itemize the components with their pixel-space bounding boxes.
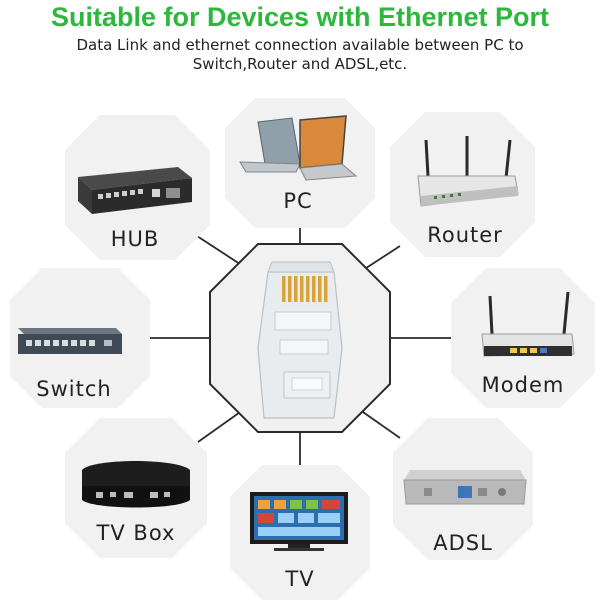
device-tv: TV bbox=[230, 465, 370, 600]
router-device-icon bbox=[417, 136, 519, 207]
hub-device-icon bbox=[78, 167, 192, 214]
rj45-plug-icon bbox=[257, 261, 343, 419]
rj45-connector-panel bbox=[209, 243, 391, 433]
label-adsl: ADSL bbox=[433, 531, 493, 555]
label-tv: TV bbox=[284, 567, 314, 591]
line-tvbox bbox=[197, 409, 244, 443]
device-switch: Switch bbox=[10, 268, 150, 408]
device-hub: HUB bbox=[65, 115, 210, 260]
device-pc: PC bbox=[225, 98, 375, 228]
subtitle-line-1: Data Link and ethernet connection availa… bbox=[76, 36, 524, 54]
label-modem: Modem bbox=[482, 373, 565, 397]
device-adsl: ADSL bbox=[393, 418, 533, 560]
label-router: Router bbox=[427, 223, 503, 247]
line-adsl bbox=[359, 409, 401, 439]
page-title: Suitable for Devices with Ethernet Port bbox=[50, 2, 550, 32]
device-modem: Modem bbox=[451, 268, 595, 408]
modem-device-icon bbox=[481, 291, 575, 357]
tvbox-device-icon bbox=[82, 461, 190, 508]
tv-device-icon bbox=[250, 492, 348, 551]
label-switch: Switch bbox=[36, 377, 111, 401]
label-tvbox: TV Box bbox=[96, 521, 176, 545]
label-pc: PC bbox=[283, 189, 312, 213]
page-subtitle: Data Link and ethernet connection availa… bbox=[0, 36, 600, 74]
connection-lines bbox=[150, 213, 454, 468]
device-tvbox: TV Box bbox=[65, 418, 207, 558]
label-hub: HUB bbox=[111, 227, 160, 251]
switch-device-icon bbox=[18, 328, 122, 354]
line-hub bbox=[196, 235, 244, 267]
subtitle-line-2: Switch,Router and ADSL,etc. bbox=[192, 55, 408, 73]
adsl-device-icon bbox=[403, 470, 527, 505]
laptop-icon bbox=[239, 115, 358, 181]
device-router: Router bbox=[390, 112, 535, 257]
